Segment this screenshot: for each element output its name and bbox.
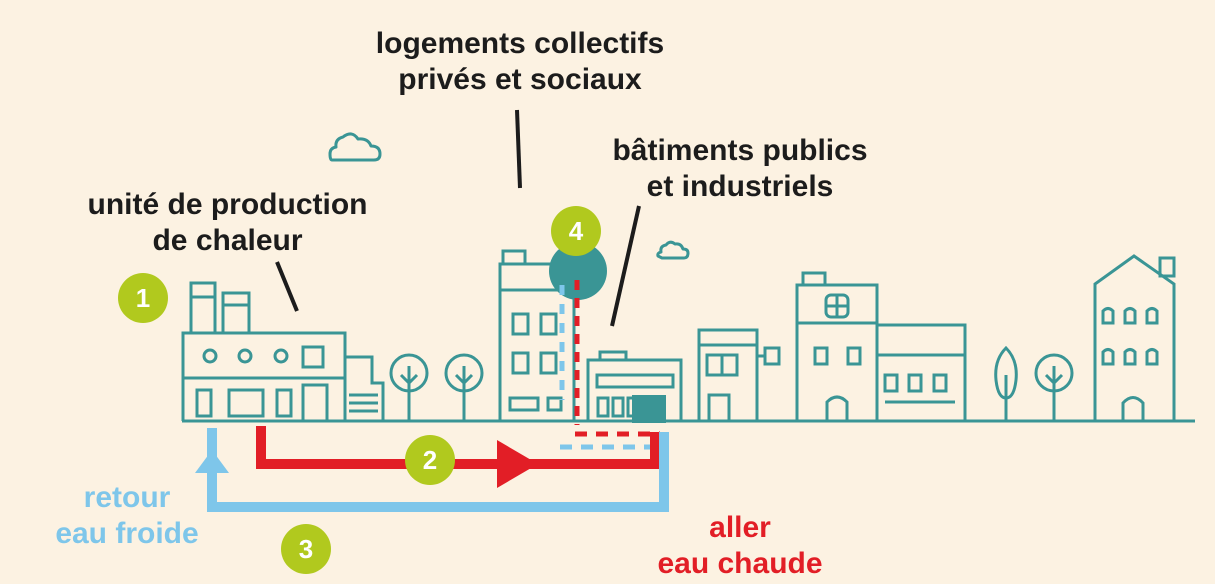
- step-badge-1: 1: [118, 273, 168, 323]
- label-production-line1: unité de production: [87, 188, 368, 221]
- label-housing-line2: privés et sociaux: [398, 63, 642, 96]
- tree-icon: [994, 345, 1018, 421]
- label-return-line1: retour: [83, 481, 171, 514]
- label-supply-line2: eau chaude: [657, 547, 823, 580]
- label-public-line2: et industriels: [646, 170, 834, 203]
- label-housing: logements collectifs privés et sociaux: [360, 26, 680, 98]
- step-badge-3: 3: [281, 524, 331, 574]
- apartment-building: [795, 271, 879, 421]
- townhouse-building: [1093, 254, 1176, 421]
- tree-icon: [389, 353, 429, 421]
- hot-water-pipe: [256, 426, 660, 469]
- production-plant-building: [181, 281, 385, 423]
- office-building: [875, 323, 967, 421]
- label-return-cold-water: retour eau froide: [42, 480, 212, 552]
- label-public-line1: bâtiments publics: [612, 134, 868, 167]
- label-supply-line1: aller: [709, 511, 771, 544]
- tree-icon: [444, 353, 484, 421]
- label-production-line2: de chaleur: [152, 224, 303, 257]
- label-return-line2: eau froide: [55, 517, 199, 550]
- house-building: [697, 328, 781, 423]
- leader-line-production: [275, 261, 299, 312]
- public-building: [586, 350, 683, 421]
- cloud-icon: [328, 132, 382, 162]
- label-public-buildings: bâtiments publics et industriels: [595, 133, 885, 205]
- heat-exchanger: [632, 395, 666, 423]
- label-housing-line1: logements collectifs: [375, 27, 665, 60]
- cold-water-pipe: [207, 432, 669, 512]
- leader-line-housing: [515, 109, 522, 189]
- label-production-unit: unité de production de chaleur: [75, 187, 380, 259]
- label-supply-hot-water: aller eau chaude: [625, 510, 855, 582]
- step-badge-2: 2: [405, 435, 455, 485]
- flow-arrow-icon: [497, 440, 538, 488]
- cloud-icon: [656, 240, 690, 260]
- leader-line-public: [610, 205, 641, 327]
- tree-icon: [1034, 353, 1074, 421]
- step-badge-4: 4: [551, 206, 601, 256]
- flow-arrow-icon: [195, 450, 229, 473]
